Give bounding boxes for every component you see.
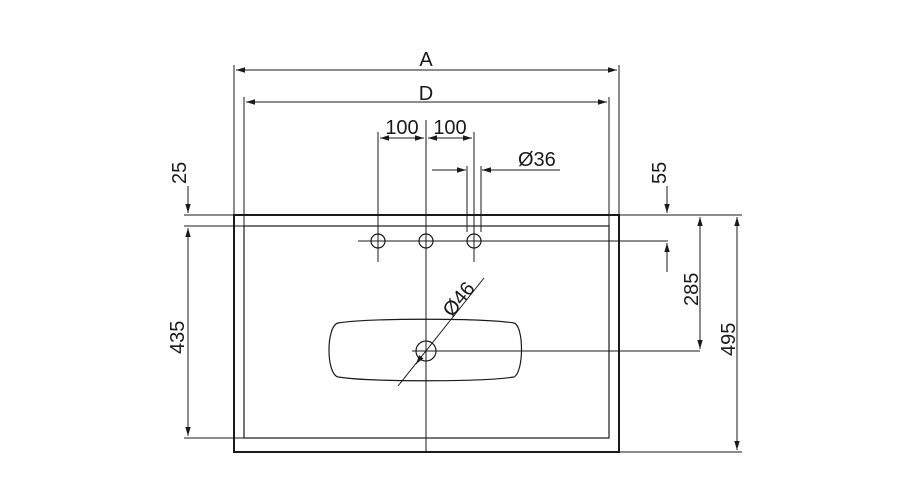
dimension-label-100-left: 100 <box>385 117 418 139</box>
leader-line-d46 <box>397 277 485 387</box>
leader-arrow-d46 <box>415 355 424 365</box>
dimension-label-495: 495 <box>718 323 740 356</box>
dimension-label-d46: Ø46 <box>439 278 480 321</box>
dimension-label-435: 435 <box>167 321 189 354</box>
dimension-label-100-right: 100 <box>433 117 466 139</box>
dimension-label-d36: Ø36 <box>518 149 556 171</box>
dimension-label-d: D <box>419 83 433 105</box>
dimension-label-55: 55 <box>649 162 671 184</box>
dimension-label-25: 25 <box>169 162 191 184</box>
dimension-label-a: A <box>419 49 433 71</box>
dimension-label-285: 285 <box>681 273 703 306</box>
bowl-outline <box>328 318 523 382</box>
